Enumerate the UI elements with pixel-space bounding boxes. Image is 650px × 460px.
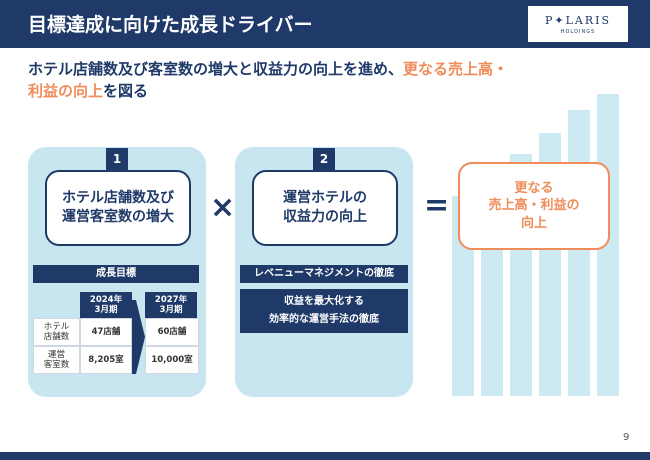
row-label-hotels: ホテル店舗数 [33,318,80,346]
growth-target-header: 成長目標 [33,265,199,283]
driver-2-card: 運営ホテルの 収益力の向上 [252,170,398,246]
value-rooms-2024: 8,205室 [80,346,132,374]
subtitle-line-2: 利益の向上を図る [28,80,148,101]
subtitle-line-1: ホテル店舗数及び客室数の増大と収益力の向上を進め、更なる売上高・ [28,58,508,79]
driver-2-title-line: 運営ホテルの [283,190,367,207]
page-title: 目標達成に向けた成長ドライバー [28,14,313,36]
revenue-detail-line: 収益を最大化する [284,296,364,307]
driver-2-title-line: 収益力の向上 [283,209,367,225]
growth-arrow-icon [132,300,145,374]
header-period: 3月期 [159,305,183,315]
revenue-detail-box: 収益を最大化する 効率的な運営手法の徹底 [240,289,408,333]
header-year: 2024年 [89,294,123,305]
subtitle-highlight: 利益の向上 [28,82,104,100]
result-line: 売上高・利益の [488,198,580,214]
growth-bar [568,110,590,396]
row-label-line: 店舗数 [43,332,70,342]
driver-1-card: ホテル店舗数及び 運営客室数の増大 [45,170,191,246]
subtitle-text: を図る [103,82,149,100]
row-label-line: ホテル [43,321,70,332]
value-hotels-2024: 47店舗 [80,318,132,346]
subtitle-highlight: 更なる売上高・ [403,60,509,78]
revenue-detail-line: 効率的な運営手法の徹底 [269,314,379,325]
row-label-line: 運営 [47,349,65,360]
driver-1-title-line: 運営客室数の増大 [62,209,174,225]
result-line: 更なる [514,180,554,196]
header-period: 3月期 [94,305,118,315]
logo-subtext: HOLDINGS [560,29,596,35]
logo-wordmark: P✦LARIS [544,14,612,27]
driver-1-number-badge: 1 [106,148,128,170]
value-rooms-2027: 10,000室 [145,346,199,374]
result-box: 更なる 売上高・利益の 向上 [458,162,610,250]
driver-2-number-badge: 2 [313,148,335,170]
revenue-management-bar: レベニューマネジメントの徹底 [240,265,408,283]
driver-1-title-line: ホテル店舗数及び [62,190,174,207]
company-logo: P✦LARIS HOLDINGS [528,6,628,42]
equals-operator: = [424,188,450,223]
result-line: 向上 [520,215,547,231]
value-hotels-2027: 60店舗 [145,318,199,346]
multiply-operator: × [210,190,236,225]
subtitle-text: ホテル店舗数及び客室数の増大と収益力の向上を進め、 [28,60,404,78]
row-label-rooms: 運営客室数 [33,346,80,374]
row-label-line: 客室数 [43,360,70,370]
page-number: 9 [623,432,630,443]
footer-bar [0,452,650,460]
header-year: 2027年 [154,294,188,305]
